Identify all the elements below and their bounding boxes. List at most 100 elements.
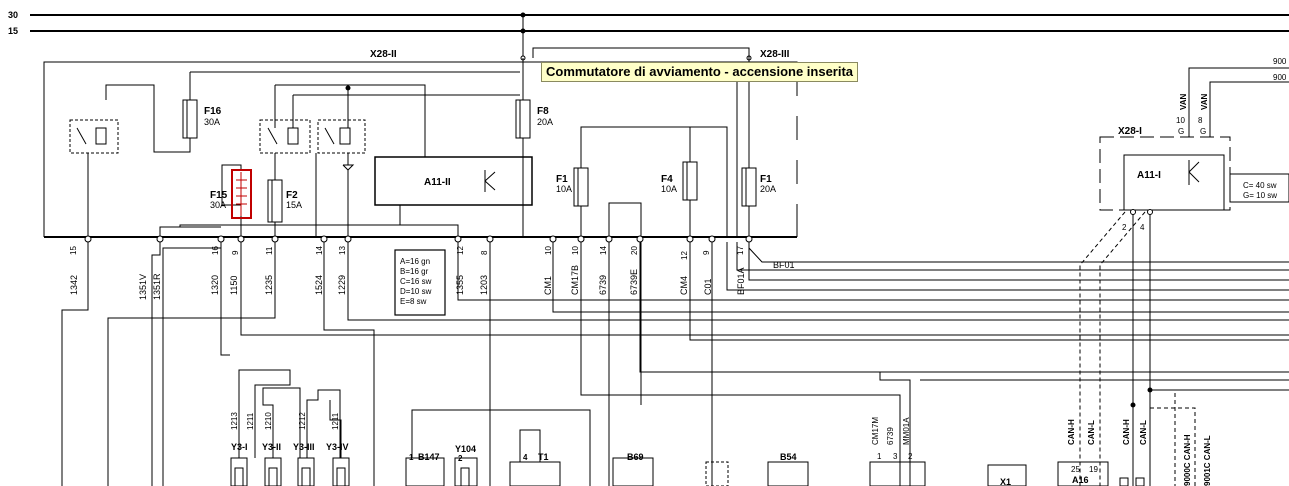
van-label: VAN bbox=[1179, 93, 1188, 110]
wire-label: 1342 bbox=[69, 275, 79, 295]
component-label: B147 bbox=[418, 452, 440, 462]
fuse-f1b-id: F1 bbox=[760, 174, 772, 185]
wire-label: 6739E bbox=[629, 269, 639, 295]
x28i-pin: G bbox=[1200, 127, 1206, 136]
wire-label: C01 bbox=[703, 278, 713, 295]
cm-wire: CM17M bbox=[871, 417, 880, 445]
valve-wire: 1212 bbox=[298, 412, 307, 430]
pin-label: 20 bbox=[630, 246, 639, 255]
b147-pin: 1 bbox=[409, 453, 414, 462]
pin-label: 12 bbox=[456, 246, 465, 255]
a16-pin: 19 bbox=[1089, 465, 1098, 474]
a11-i-label: A11-I bbox=[1137, 170, 1161, 181]
pin-label: 14 bbox=[315, 246, 324, 255]
a11-ii-label: A11-II bbox=[424, 177, 451, 188]
wire-label: BF01A bbox=[736, 267, 746, 295]
fuse-f8-id: F8 bbox=[537, 106, 549, 117]
cm-wire: MM01A bbox=[902, 417, 911, 445]
connector-pin: 2 bbox=[908, 452, 913, 461]
fuse-f15-id: F15 bbox=[210, 190, 228, 201]
wire-label: 1235 bbox=[264, 275, 274, 295]
van-label: VAN bbox=[1200, 93, 1209, 110]
pin-label: 9 bbox=[231, 250, 240, 255]
valve-wire: 1211 bbox=[331, 412, 340, 430]
cm-wire: 6739 bbox=[886, 427, 895, 445]
can-pin: 4 bbox=[1140, 223, 1145, 232]
fuse-f1-id: F1 bbox=[556, 174, 568, 185]
legend-line: B=16 gr bbox=[400, 267, 429, 276]
valve-wire: 1211 bbox=[246, 412, 255, 430]
pin-label: 13 bbox=[338, 246, 347, 255]
connector-pin: 1 bbox=[877, 452, 882, 461]
wire-label: CM4 bbox=[679, 276, 689, 295]
pin-label: 11 bbox=[265, 246, 274, 255]
component-label: A16 bbox=[1072, 475, 1089, 485]
component-label: Y104 bbox=[455, 444, 476, 454]
component-label: Y3-III bbox=[293, 442, 315, 452]
pin-label: 9 bbox=[702, 250, 711, 255]
a11i-legend-line: C= 40 sw bbox=[1243, 181, 1277, 190]
x28-iii-label: X28-III bbox=[760, 49, 790, 60]
component-label: Y3-I bbox=[231, 442, 248, 452]
can-label: CAN-L bbox=[1087, 420, 1096, 445]
bf01-label: BF01 bbox=[773, 260, 795, 270]
bus-30-label: 30 bbox=[8, 10, 18, 20]
legend-line: A=16 gn bbox=[400, 257, 430, 266]
a16-pin: 25 bbox=[1071, 465, 1080, 474]
wire-label: 1203 bbox=[479, 275, 489, 295]
x28i-pin: G bbox=[1178, 127, 1184, 136]
wire-label: 1229 bbox=[337, 275, 347, 295]
can-label: CAN-L bbox=[1139, 420, 1148, 445]
component-label: Y3-IV bbox=[326, 442, 349, 452]
fuse-f2-rating: 15A bbox=[286, 200, 302, 210]
component-label: T1 bbox=[538, 452, 549, 462]
legend-line: C=16 sw bbox=[400, 277, 432, 286]
wire-label: CM17B bbox=[570, 265, 580, 295]
pin-label: 10 bbox=[544, 246, 553, 255]
component-label: B69 bbox=[627, 452, 644, 462]
wire-label: 1351R bbox=[152, 273, 162, 300]
edge-label: 900 bbox=[1273, 73, 1287, 82]
valve-wire: 1213 bbox=[230, 412, 239, 430]
bus-15-label: 15 bbox=[8, 26, 18, 36]
fuse-f1b-rating: 20A bbox=[760, 184, 776, 194]
pin-label: 17 bbox=[736, 246, 745, 255]
fuse-f2-id: F2 bbox=[286, 190, 298, 201]
fuse-f16-rating: 30A bbox=[204, 117, 220, 127]
legend-line: D=10 sw bbox=[400, 287, 432, 296]
fuse-f15-rating: 30A bbox=[210, 200, 226, 210]
pin-label: 10 bbox=[571, 246, 580, 255]
fuse-f1-rating: 10A bbox=[556, 184, 572, 194]
a11i-legend-line: G= 10 sw bbox=[1243, 191, 1277, 200]
wire-label: 1524 bbox=[314, 275, 324, 295]
can-label: 9001C CAN-L bbox=[1203, 435, 1212, 486]
pin-label: 8 bbox=[480, 250, 489, 255]
can-pin: 2 bbox=[1122, 223, 1127, 232]
connector-pin: 3 bbox=[893, 452, 898, 461]
edge-label: 900 bbox=[1273, 57, 1287, 66]
pin-label: 14 bbox=[599, 246, 608, 255]
t1-pin: 4 bbox=[523, 453, 528, 462]
pin-label: 15 bbox=[69, 246, 78, 255]
can-label: 9000C CAN-H bbox=[1183, 434, 1192, 486]
wire-label: CM1 bbox=[543, 276, 553, 295]
x28-i-label: X28-I bbox=[1118, 126, 1142, 137]
can-label: CAN-H bbox=[1067, 419, 1076, 445]
pin-label: 16 bbox=[211, 246, 220, 255]
legend-line: E=8 sw bbox=[400, 297, 427, 306]
x28i-pin: 8 bbox=[1198, 116, 1203, 125]
fuse-f4-id: F4 bbox=[661, 174, 673, 185]
can-label: CAN-H bbox=[1122, 419, 1131, 445]
x28-ii-label: X28-II bbox=[370, 49, 397, 60]
wire-label: 1351V bbox=[138, 274, 148, 300]
component-label: B54 bbox=[780, 452, 797, 462]
ignition-tooltip: Commutatore di avviamento - accensione i… bbox=[541, 62, 859, 82]
y104-pin: 2 bbox=[458, 454, 463, 463]
component-label: Y3-II bbox=[262, 442, 281, 452]
x28i-pin: 10 bbox=[1176, 116, 1185, 125]
fuse-f4-rating: 10A bbox=[661, 184, 677, 194]
valve-wire: 1210 bbox=[264, 412, 273, 430]
wire-label: 1320 bbox=[210, 275, 220, 295]
wire-label: 6739 bbox=[598, 275, 608, 295]
